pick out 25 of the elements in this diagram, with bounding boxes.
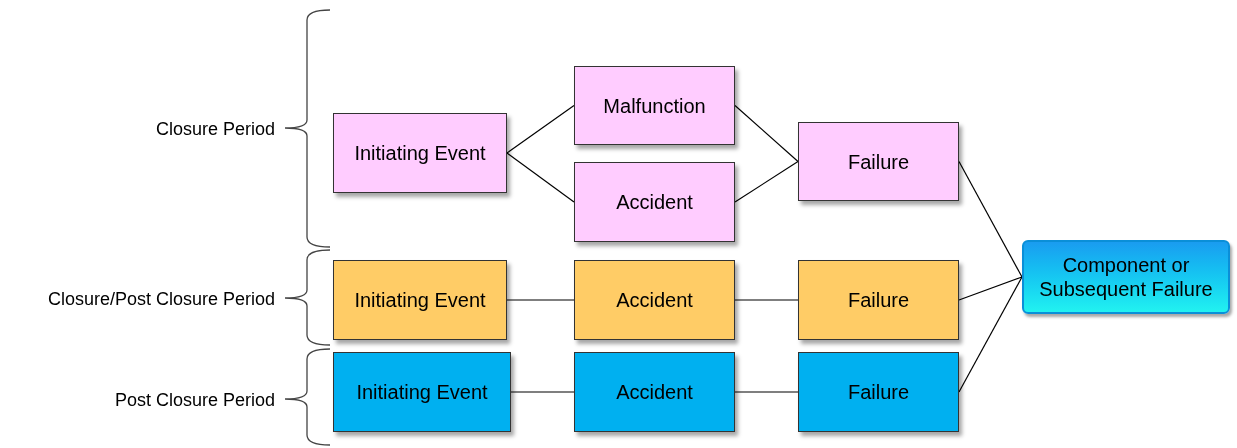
connector-line	[958, 276, 1023, 393]
event-box: Accident	[574, 162, 735, 242]
event-box: Initiating Event	[333, 113, 507, 193]
connector-line	[510, 391, 575, 393]
event-box: Failure	[798, 352, 959, 432]
period-label: Closure/Post Closure Period	[47, 288, 275, 311]
connector-line	[506, 104, 575, 154]
event-box: Initiating Event	[333, 260, 507, 340]
event-box: Failure	[798, 122, 959, 201]
connector-line	[958, 276, 1023, 301]
connector-line	[734, 299, 799, 301]
connector-line	[958, 160, 1023, 278]
event-box: Initiating Event	[333, 352, 511, 432]
connector-line	[734, 160, 799, 203]
event-box: Accident	[574, 260, 735, 340]
period-label: Closure Period	[155, 118, 275, 141]
connector-line	[506, 299, 575, 301]
period-label: Post Closure Period	[114, 389, 275, 412]
connector-line	[734, 391, 799, 393]
outcome-box: Component or Subsequent Failure	[1022, 240, 1230, 314]
event-box: Malfunction	[574, 66, 735, 145]
connector-line	[734, 104, 799, 163]
connector-line	[506, 152, 575, 203]
event-box: Accident	[574, 352, 735, 432]
event-box: Failure	[798, 260, 959, 340]
